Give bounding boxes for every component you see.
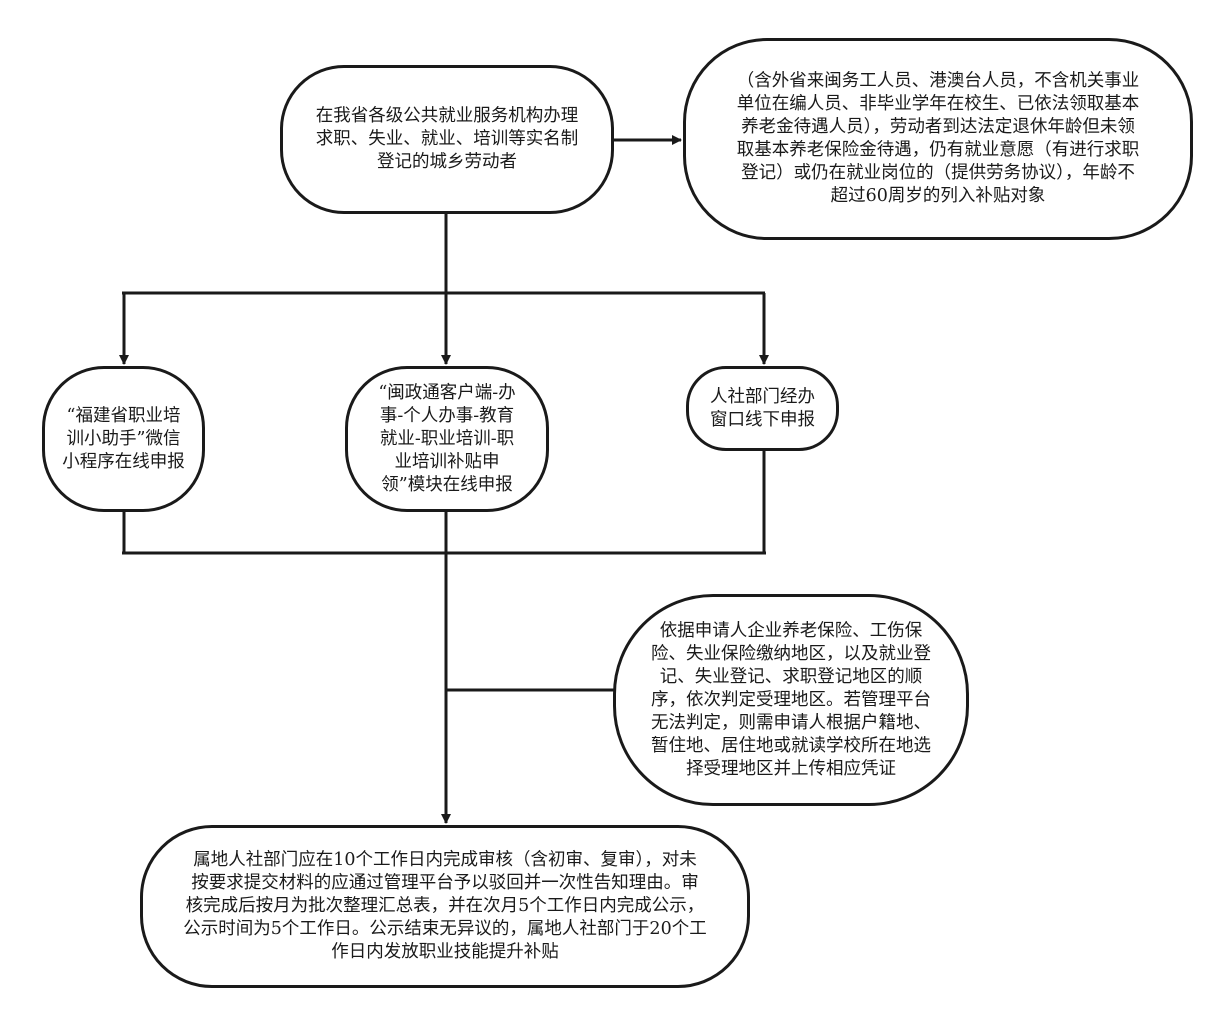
channel-window-node: 人社部门经办 窗口线下申报: [686, 366, 839, 451]
jurisdiction-rule-text: 依据申请人企业养老保险、工伤保 险、失业保险缴纳地区，以及就业登 记、失业登记、…: [651, 620, 931, 779]
jurisdiction-rule-node: 依据申请人企业养老保险、工伤保 险、失业保险缴纳地区，以及就业登 记、失业登记、…: [613, 594, 969, 806]
channel-app-text: “闽政通客户端-办 事-个人办事-教育 就业-职业培训-职 业培训补贴申 领”模…: [378, 382, 516, 495]
channel-window-text: 人社部门经办 窗口线下申报: [710, 386, 815, 430]
start-node: 在我省各级公共就业服务机构办理 求职、失业、就业、培训等实名制 登记的城乡劳动者: [280, 65, 614, 214]
channel-miniapp-text: “福建省职业培 训小助手”微信 小程序在线申报: [62, 405, 185, 472]
channel-app-node: “闽政通客户端-办 事-个人办事-教育 就业-职业培训-职 业培训补贴申 领”模…: [345, 366, 549, 512]
channel-miniapp-node: “福建省职业培 训小助手”微信 小程序在线申报: [42, 366, 205, 512]
review-payment-text: 属地人社部门应在10个工作日内完成审核（含初审、复审），对未 按要求提交材料的应…: [183, 850, 707, 962]
eligibility-note-text: （含外省来闽务工人员、港澳台人员，不含机关事业 单位在编人员、非毕业学年在校生、…: [736, 71, 1140, 206]
review-payment-node: 属地人社部门应在10个工作日内完成审核（含初审、复审），对未 按要求提交材料的应…: [140, 825, 750, 988]
eligibility-note-node: （含外省来闽务工人员、港澳台人员，不含机关事业 单位在编人员、非毕业学年在校生、…: [683, 38, 1193, 240]
start-node-text: 在我省各级公共就业服务机构办理 求职、失业、就业、培训等实名制 登记的城乡劳动者: [315, 106, 579, 172]
